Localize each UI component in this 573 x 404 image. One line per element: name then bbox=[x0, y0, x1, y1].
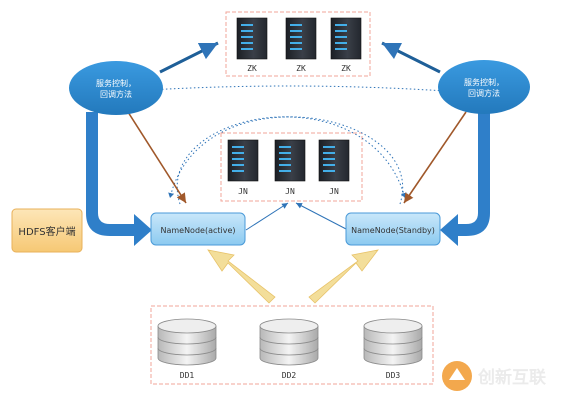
dd-disk-3: DD3 bbox=[363, 318, 423, 380]
jn-label: JN bbox=[285, 187, 295, 196]
jn-label: JN bbox=[329, 187, 339, 196]
dd-label: DD2 bbox=[282, 371, 297, 380]
zk-label: ZK bbox=[341, 64, 351, 73]
controller-left-line1: 服务控制， bbox=[96, 78, 136, 88]
zk-label: ZK bbox=[296, 64, 306, 73]
dd-frame bbox=[150, 305, 434, 385]
jn-server-3: JN bbox=[318, 139, 350, 196]
namenode-active-label: NameNode(active) bbox=[160, 226, 235, 235]
controller-left: 服务控制， 回调方法 bbox=[69, 61, 163, 115]
jn-label: JN bbox=[238, 187, 248, 196]
zk-server-2: ZK bbox=[285, 17, 317, 73]
link-standby-to-jn bbox=[295, 202, 349, 231]
hdfs-client-label: HDFS客户端 bbox=[18, 225, 75, 238]
controller-right-line1: 服务控制， bbox=[464, 77, 504, 87]
link-active-to-jn bbox=[245, 202, 289, 231]
zk-frame bbox=[225, 11, 371, 77]
jn-frame bbox=[220, 132, 363, 202]
dd-label: DD3 bbox=[386, 371, 401, 380]
jn-server-2: JN bbox=[274, 139, 306, 196]
disk-icon bbox=[157, 318, 217, 366]
controller-right-line2: 回调方法 bbox=[468, 88, 500, 98]
namenode-standby-label: NameNode(Standby) bbox=[351, 226, 435, 235]
big-arrow-left bbox=[86, 112, 152, 246]
dotted-link-controllers bbox=[117, 85, 461, 93]
dd-label: DD1 bbox=[180, 371, 195, 380]
big-arrow-right bbox=[440, 112, 490, 246]
zk-server-3: ZK bbox=[330, 17, 362, 73]
jn-server-1: JN bbox=[227, 139, 259, 196]
zk-server-1: ZK bbox=[236, 17, 268, 73]
brown-arrow-left bbox=[127, 111, 187, 204]
brown-arrow-right bbox=[403, 111, 467, 204]
disk-icon bbox=[363, 318, 423, 366]
controller-left-line2: 回调方法 bbox=[100, 89, 132, 99]
dotted-arc-left bbox=[176, 116, 407, 205]
namenode-standby: NameNode(Standby) bbox=[345, 212, 441, 246]
zk-label: ZK bbox=[247, 64, 257, 73]
dotted-arc-right bbox=[168, 116, 404, 205]
watermark: 创新互联 bbox=[442, 361, 546, 391]
arrow-left-controller-to-zk bbox=[159, 41, 219, 74]
watermark-text: 创新互联 bbox=[477, 367, 546, 388]
arrow-right-controller-to-zk bbox=[381, 41, 441, 74]
yellow-arrow-left bbox=[207, 249, 276, 304]
controller-right: 服务控制， 回调方法 bbox=[438, 60, 530, 114]
yellow-arrow-right bbox=[308, 249, 379, 304]
dd-disk-2: DD2 bbox=[259, 318, 319, 380]
dd-disk-1: DD1 bbox=[157, 318, 217, 380]
disk-icon bbox=[259, 318, 319, 366]
namenode-active: NameNode(active) bbox=[150, 212, 246, 246]
hdfs-client: HDFS客户端 bbox=[11, 208, 83, 253]
